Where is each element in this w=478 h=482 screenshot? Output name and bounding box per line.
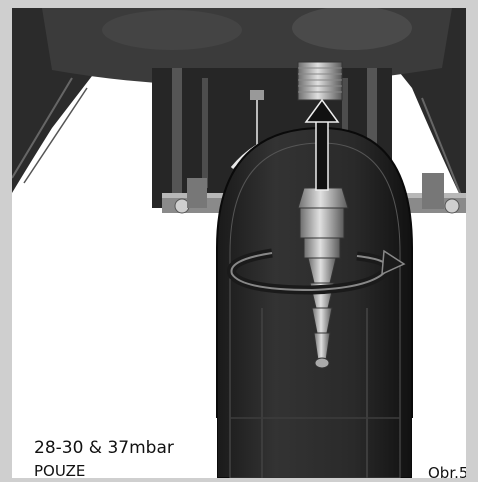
note-label: POUZE xyxy=(34,462,86,478)
regulator-illustration xyxy=(12,8,466,478)
arrow-up-icon xyxy=(304,98,340,191)
illustration-panel: 28-30 & 37mbar POUZE Obr.5 xyxy=(12,8,466,478)
pressure-label: 28-30 & 37mbar xyxy=(34,438,174,458)
rotate-arrow-icon xyxy=(227,248,406,295)
figure-number: Obr.5 xyxy=(428,464,466,478)
hose-fitting xyxy=(297,187,349,369)
